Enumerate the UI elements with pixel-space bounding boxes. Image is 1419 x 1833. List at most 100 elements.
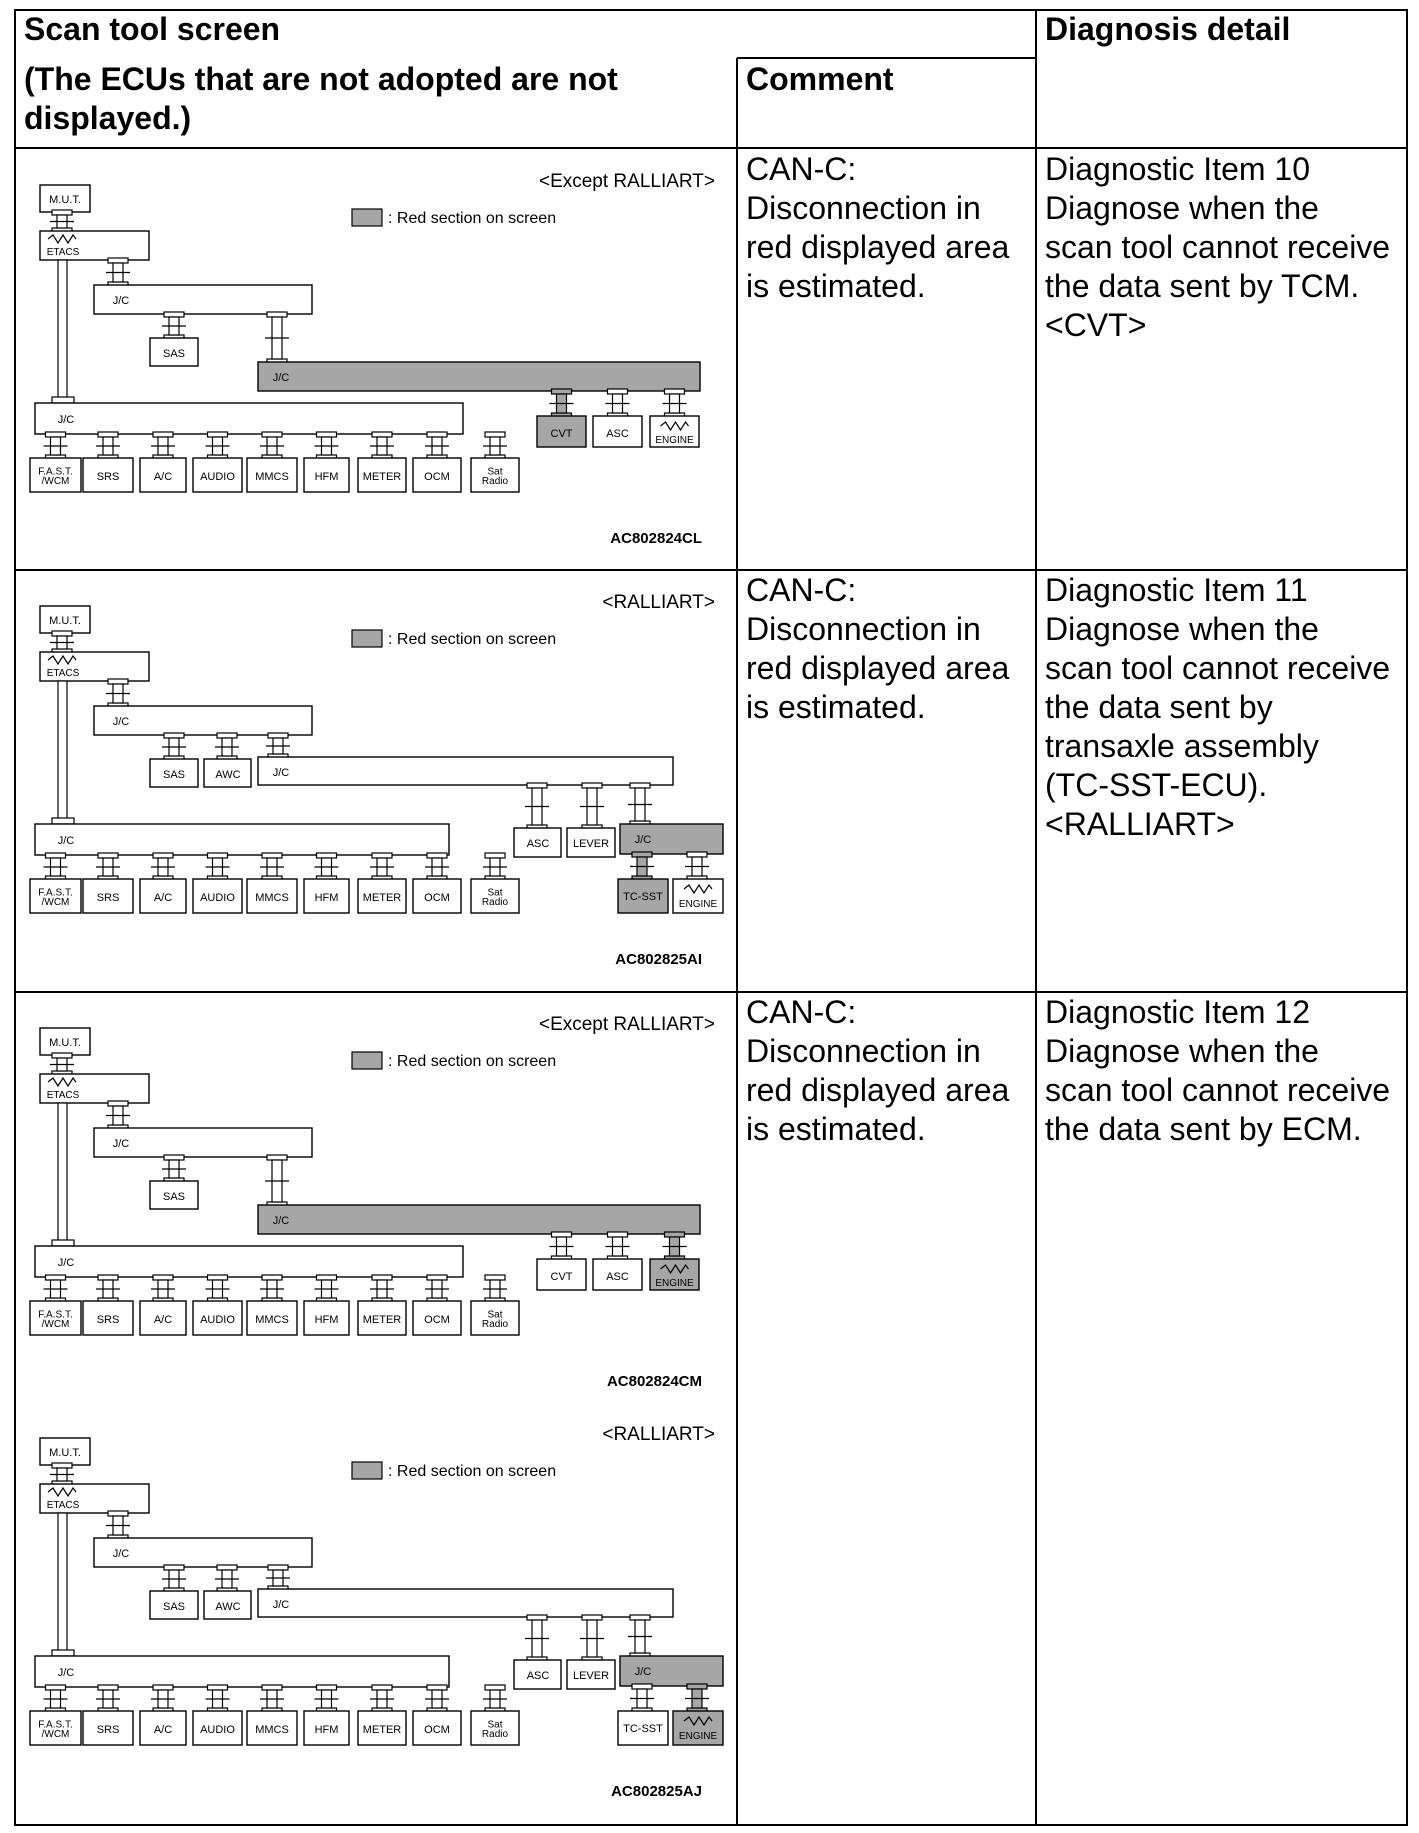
- ecu-label: MMCS: [255, 471, 289, 483]
- diagram-variant-label: <RALLIART>: [602, 592, 715, 613]
- engine-box: [672, 878, 724, 914]
- ecu-label: OCM: [424, 1314, 450, 1326]
- cvt-label: CVT: [551, 428, 573, 440]
- row-1-detail: Diagnostic Item 10 Diagnose when the sca…: [1045, 151, 1391, 343]
- connector-cap: [163, 311, 185, 318]
- connector-cap: [581, 1614, 603, 1621]
- legend-text: : Red section on screen: [388, 210, 556, 227]
- scan-tool-screen-header: Scan tool screen: [24, 11, 281, 47]
- asc-label: ASC: [527, 1670, 550, 1682]
- connector-cap: [44, 431, 67, 438]
- ecu-label: A/C: [154, 1724, 172, 1736]
- figure-code: AC802825AJ: [611, 1783, 702, 1800]
- ecu-label: SRS: [97, 1314, 120, 1326]
- ecu-box: [192, 1300, 243, 1336]
- asc-label: ASC: [527, 838, 550, 850]
- sas-label: SAS: [163, 769, 185, 781]
- mut-label: M.U.T.: [49, 194, 81, 206]
- etacs-label: ETACS: [47, 668, 80, 679]
- ecu-box: [412, 878, 462, 914]
- jc-right-box: [619, 1655, 724, 1687]
- connector-cap: [51, 630, 73, 637]
- connector-cap: [526, 782, 548, 789]
- ecu-box: [82, 457, 134, 493]
- table-border: [14, 9, 1408, 1826]
- mut-box: [39, 1437, 91, 1466]
- ecu-label: AUDIO: [200, 1314, 235, 1326]
- ecu-box: [139, 878, 187, 914]
- jc-label: J/C: [273, 767, 290, 779]
- can-diagram-2: <RALLIART> : Red section on screenAC80282…: [29, 592, 724, 968]
- ecu-box: [29, 457, 82, 493]
- ecu-box: [29, 1710, 82, 1746]
- connector-cap: [261, 431, 283, 438]
- engine-box: [672, 1710, 724, 1746]
- legend-text: : Red section on screen: [388, 1053, 556, 1070]
- connector-cap: [371, 852, 393, 859]
- connector-cap: [315, 1274, 338, 1281]
- ecu-box: [303, 878, 350, 914]
- etacs-label: ETACS: [47, 247, 80, 258]
- can-diagram-3: <Except RALLIART>: Red section on screen…: [29, 1014, 715, 1390]
- legend-text: : Red section on screen: [388, 631, 556, 648]
- connector-cap: [484, 852, 506, 859]
- jc-label: J/C: [635, 1666, 652, 1678]
- connector-cap: [163, 1154, 185, 1161]
- legend-swatch: [351, 1051, 383, 1070]
- ecu-label: HFM: [315, 1314, 339, 1326]
- sas-box: [149, 337, 199, 367]
- jc-label: J/C: [273, 1599, 290, 1611]
- ecu-box: [357, 1710, 407, 1746]
- jc-upper-box: [93, 705, 313, 736]
- row-2-detail: Diagnostic Item 11 Diagnose when the sca…: [1045, 572, 1391, 842]
- sas-box: [149, 758, 199, 788]
- mut-box: [39, 1027, 91, 1056]
- connector-cap: [629, 782, 651, 789]
- ecu-label: METER: [363, 1724, 402, 1736]
- connector-cap: [51, 1462, 73, 1469]
- legend-swatch: [351, 208, 383, 227]
- connector-cap: [581, 782, 603, 789]
- ecu-label: MMCS: [255, 1724, 289, 1736]
- jc-label: J/C: [113, 1548, 130, 1560]
- ecu-box: [246, 457, 298, 493]
- lever-box: [566, 1659, 616, 1690]
- figure-code: AC802825AI: [615, 951, 702, 968]
- connector-cap: [97, 1684, 119, 1691]
- ecu-label: METER: [363, 1314, 402, 1326]
- connector-cap: [266, 1154, 288, 1161]
- etacs-box: [39, 1073, 150, 1104]
- ecu-label: METER: [363, 471, 402, 483]
- connector-cap: [51, 1239, 75, 1247]
- ecu-label: SRS: [97, 471, 120, 483]
- engine-label: ENGINE: [655, 435, 694, 446]
- engine-label: ENGINE: [679, 899, 718, 910]
- connector-cap: [163, 1564, 185, 1571]
- connector-cap: [44, 1684, 67, 1691]
- connector-cap: [663, 388, 686, 395]
- ecu-label: HFM: [315, 892, 339, 904]
- connector-cap: [267, 1564, 289, 1571]
- ecu-label: F.A.S.T./WCM: [38, 888, 72, 909]
- resistor-icon: [47, 654, 77, 666]
- ecu-box: [29, 1300, 82, 1336]
- ecu-box: [192, 878, 243, 914]
- ecu-box: [246, 1300, 298, 1336]
- tcsst-label: TC-SST: [623, 1723, 663, 1735]
- lever-label: LEVER: [573, 838, 609, 850]
- connector-cap: [631, 851, 653, 858]
- etacs-label: ETACS: [47, 1500, 80, 1511]
- connector-cap: [371, 1274, 393, 1281]
- awc-box: [203, 1590, 252, 1620]
- cvt-label: CVT: [551, 1271, 573, 1283]
- etacs-box: [39, 1483, 150, 1514]
- asc-label: ASC: [606, 1271, 629, 1283]
- jc-label: J/C: [113, 295, 130, 307]
- connector-cap: [44, 852, 67, 859]
- connector-cap: [152, 852, 174, 859]
- ecu-label: A/C: [154, 892, 172, 904]
- connector-cap: [315, 852, 338, 859]
- connector-cap: [107, 1100, 129, 1107]
